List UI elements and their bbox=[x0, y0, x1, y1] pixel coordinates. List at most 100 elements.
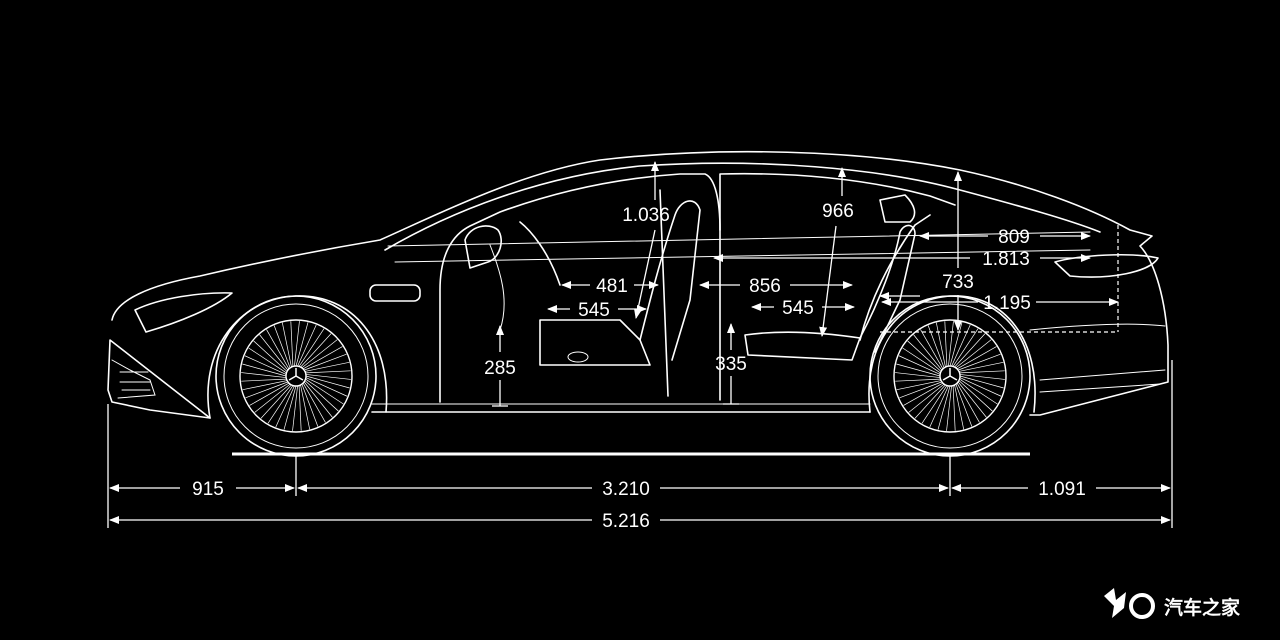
label-trunk-top-depth: 809 bbox=[998, 227, 1030, 248]
spoke bbox=[266, 329, 290, 370]
front-wheel bbox=[215, 295, 377, 457]
spoke bbox=[957, 353, 1001, 371]
spoke bbox=[937, 385, 951, 430]
spoke bbox=[248, 347, 287, 374]
spoke bbox=[301, 339, 338, 369]
spoke bbox=[241, 372, 287, 378]
spoke bbox=[303, 353, 347, 371]
spoke bbox=[245, 381, 289, 399]
spoke bbox=[244, 355, 287, 375]
spoke bbox=[275, 385, 295, 428]
spoke bbox=[955, 383, 973, 427]
spoke bbox=[955, 339, 992, 369]
rear-wheel bbox=[869, 295, 1031, 457]
spoke bbox=[304, 361, 350, 372]
spoke bbox=[283, 385, 297, 430]
spoke bbox=[300, 333, 332, 368]
spoke bbox=[895, 372, 941, 378]
tire-inner bbox=[223, 303, 369, 449]
watermark: 汽车之家 bbox=[1104, 588, 1241, 619]
spoke bbox=[259, 334, 289, 371]
spoke bbox=[242, 363, 287, 377]
spoke bbox=[903, 382, 944, 406]
spoke bbox=[305, 374, 351, 380]
hub-star bbox=[295, 375, 304, 381]
spoke bbox=[290, 321, 294, 367]
spoke bbox=[954, 333, 986, 368]
rim bbox=[893, 319, 1007, 433]
spoke bbox=[944, 321, 948, 367]
spoke bbox=[952, 328, 979, 367]
spoke bbox=[958, 361, 1004, 372]
spoke bbox=[254, 383, 291, 413]
label-trunk-floor-length: 1.195 bbox=[983, 293, 1031, 314]
spoke bbox=[946, 385, 952, 431]
hub-star bbox=[942, 375, 951, 381]
label-rear-seat-height: 335 bbox=[715, 354, 747, 375]
spoke bbox=[305, 377, 348, 397]
spoke bbox=[935, 322, 946, 368]
spoke bbox=[302, 346, 343, 370]
spoke bbox=[920, 329, 944, 370]
spoke bbox=[914, 384, 946, 419]
spoke bbox=[253, 340, 288, 372]
hub-star bbox=[949, 375, 958, 381]
spoke bbox=[273, 325, 291, 369]
spoke bbox=[929, 385, 949, 428]
spoke bbox=[301, 383, 319, 427]
autohome-logo-icon bbox=[1104, 588, 1155, 619]
dimension-lines bbox=[107, 161, 1173, 528]
label-front-seat-depth: 481 bbox=[596, 276, 628, 297]
spoke bbox=[913, 334, 943, 371]
spoke bbox=[959, 370, 1005, 374]
label-wheelbase: 3.210 bbox=[602, 479, 650, 500]
spoke bbox=[959, 375, 1004, 389]
spoke bbox=[292, 385, 298, 431]
car-side-outline bbox=[107, 150, 1169, 419]
spoke bbox=[260, 384, 292, 419]
watermark-text: 汽车之家 bbox=[1164, 596, 1241, 619]
spoke bbox=[298, 385, 302, 431]
spoke bbox=[241, 378, 287, 382]
spoke bbox=[300, 384, 311, 430]
spoke bbox=[954, 384, 965, 430]
spoke bbox=[896, 363, 941, 377]
rim bbox=[239, 319, 353, 433]
spoke bbox=[249, 382, 290, 406]
spoke bbox=[898, 355, 941, 375]
label-trunk-height: 733 bbox=[942, 272, 974, 293]
spoke bbox=[959, 374, 1005, 380]
spoke bbox=[896, 380, 942, 391]
spoke bbox=[959, 377, 1002, 397]
tire-inner bbox=[877, 303, 1023, 449]
hub-star bbox=[288, 375, 297, 381]
label-rear-headroom: 966 bbox=[822, 201, 854, 222]
spoke bbox=[298, 328, 325, 367]
spoke bbox=[304, 380, 339, 412]
dimension-labels: 915 3.210 1.091 5.216 1.036 966 481 545 … bbox=[192, 201, 1086, 532]
spoke bbox=[908, 383, 945, 413]
label-front-overhang: 915 bbox=[192, 479, 224, 500]
spoke bbox=[242, 380, 288, 391]
spoke bbox=[959, 378, 998, 405]
label-rear-overhang: 1.091 bbox=[1038, 479, 1086, 500]
label-front-headroom: 1.036 bbox=[622, 205, 670, 226]
spoke bbox=[267, 385, 294, 424]
spoke bbox=[295, 322, 309, 367]
spoke bbox=[907, 340, 942, 372]
spoke bbox=[956, 382, 980, 423]
spoke bbox=[294, 321, 300, 367]
spoke bbox=[305, 375, 350, 389]
label-front-cushion: 545 bbox=[578, 300, 610, 321]
label-interior-length: 1.813 bbox=[982, 249, 1030, 270]
spoke bbox=[303, 381, 333, 418]
label-front-seat-height: 285 bbox=[484, 358, 516, 379]
spoke bbox=[302, 382, 326, 423]
spoke bbox=[281, 322, 292, 368]
spoke bbox=[902, 347, 941, 374]
spoke bbox=[899, 381, 943, 399]
label-rear-legroom: 856 bbox=[749, 276, 781, 297]
spoke bbox=[921, 385, 948, 424]
label-rear-cushion: 545 bbox=[782, 298, 814, 319]
